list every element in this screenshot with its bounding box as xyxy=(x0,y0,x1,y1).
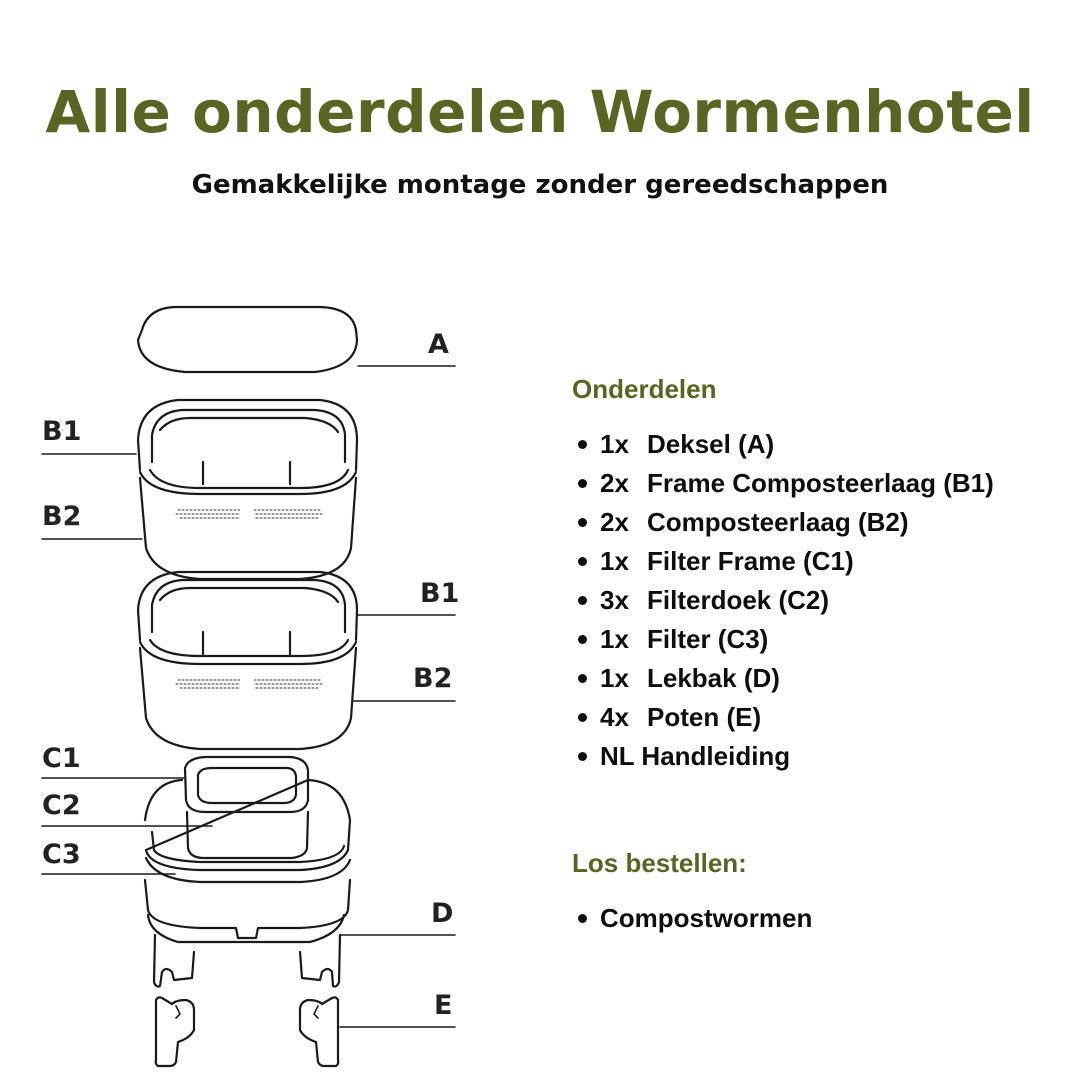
list-item: Compostwormen xyxy=(572,899,1062,938)
item-name: Filterdoek (C2) xyxy=(647,585,830,615)
order-separately-section: Los bestellen: Compostwormen xyxy=(572,848,1062,938)
bullet-icon xyxy=(578,674,587,683)
label-c1: C1 xyxy=(42,743,81,774)
list-item: 1x Filter Frame (C1) xyxy=(572,542,1062,581)
legs-drawing xyxy=(154,996,340,1068)
order-section-title: Los bestellen: xyxy=(572,848,747,878)
item-qty: 3x xyxy=(600,585,629,615)
bullet-icon xyxy=(578,752,587,761)
list-item: 4x Poten (E) xyxy=(572,698,1062,737)
parts-panel: Onderdelen 1x Deksel (A) 2x Frame Composte… xyxy=(572,374,1062,938)
label-e: E xyxy=(434,990,453,1021)
item-name: Compostwormen xyxy=(600,903,813,933)
item-name: NL Handleiding xyxy=(600,741,791,771)
bullet-icon xyxy=(578,518,587,527)
drip-tray-drawing xyxy=(143,878,352,988)
bullet-icon xyxy=(578,440,587,449)
label-c2: C2 xyxy=(42,790,81,821)
label-d: D xyxy=(431,898,454,929)
item-qty: 1x xyxy=(600,429,629,459)
label-b1-bottom: B1 xyxy=(420,578,460,609)
label-b2-bottom: B2 xyxy=(413,663,453,694)
item-qty: 2x xyxy=(600,468,629,498)
bullet-icon xyxy=(578,479,587,488)
parts-list: 1x Deksel (A) 2x Frame Composteerlaag (B1)… xyxy=(572,425,1062,776)
item-qty: 2x xyxy=(600,507,629,537)
item-qty: 1x xyxy=(600,663,629,693)
bullet-icon xyxy=(578,635,587,644)
item-name: Frame Composteerlaag (B1) xyxy=(647,468,994,498)
item-name: Filter Frame (C1) xyxy=(647,546,854,576)
item-name: Filter (C3) xyxy=(647,624,769,654)
item-qty: 4x xyxy=(600,702,629,732)
layer-bottom-drawing xyxy=(136,570,359,751)
bullet-icon xyxy=(578,557,587,566)
item-name: Composteerlaag (B2) xyxy=(647,507,909,537)
label-b2-top: B2 xyxy=(42,501,82,532)
list-item: 1x Filter (C3) xyxy=(572,620,1062,659)
parts-section-title: Onderdelen xyxy=(572,374,717,404)
list-item: 1x Lekbak (D) xyxy=(572,659,1062,698)
item-name: Deksel (A) xyxy=(647,429,775,459)
item-qty: 1x xyxy=(600,546,629,576)
list-item: 2x Frame Composteerlaag (B1) xyxy=(572,464,1062,503)
order-list: Compostwormen xyxy=(572,899,1062,938)
label-a: A xyxy=(428,329,449,360)
list-item: NL Handleiding xyxy=(572,737,1062,776)
layer-top-drawing xyxy=(136,398,359,581)
page-subtitle: Gemakkelijke montage zonder gereedschapp… xyxy=(191,170,889,200)
lid-a-drawing xyxy=(136,305,359,374)
item-qty: 1x xyxy=(600,624,629,654)
bullet-icon xyxy=(578,596,587,605)
exploded-parts-diagram: A B1 B2 B1 B2 C1 C2 C3 D E xyxy=(0,280,500,1080)
bullet-icon xyxy=(578,914,587,923)
label-b1-top: B1 xyxy=(42,416,82,447)
list-item: 1x Deksel (A) xyxy=(572,425,1062,464)
label-c3: C3 xyxy=(42,839,81,870)
page-title: Alle onderdelen Wormenhotel xyxy=(45,78,1035,146)
bullet-icon xyxy=(578,713,587,722)
item-name: Lekbak (D) xyxy=(647,663,780,693)
list-item: 2x Composteerlaag (B2) xyxy=(572,503,1062,542)
list-item: 3x Filterdoek (C2) xyxy=(572,581,1062,620)
item-name: Poten (E) xyxy=(647,702,762,732)
filter-assembly-drawing xyxy=(143,755,352,884)
